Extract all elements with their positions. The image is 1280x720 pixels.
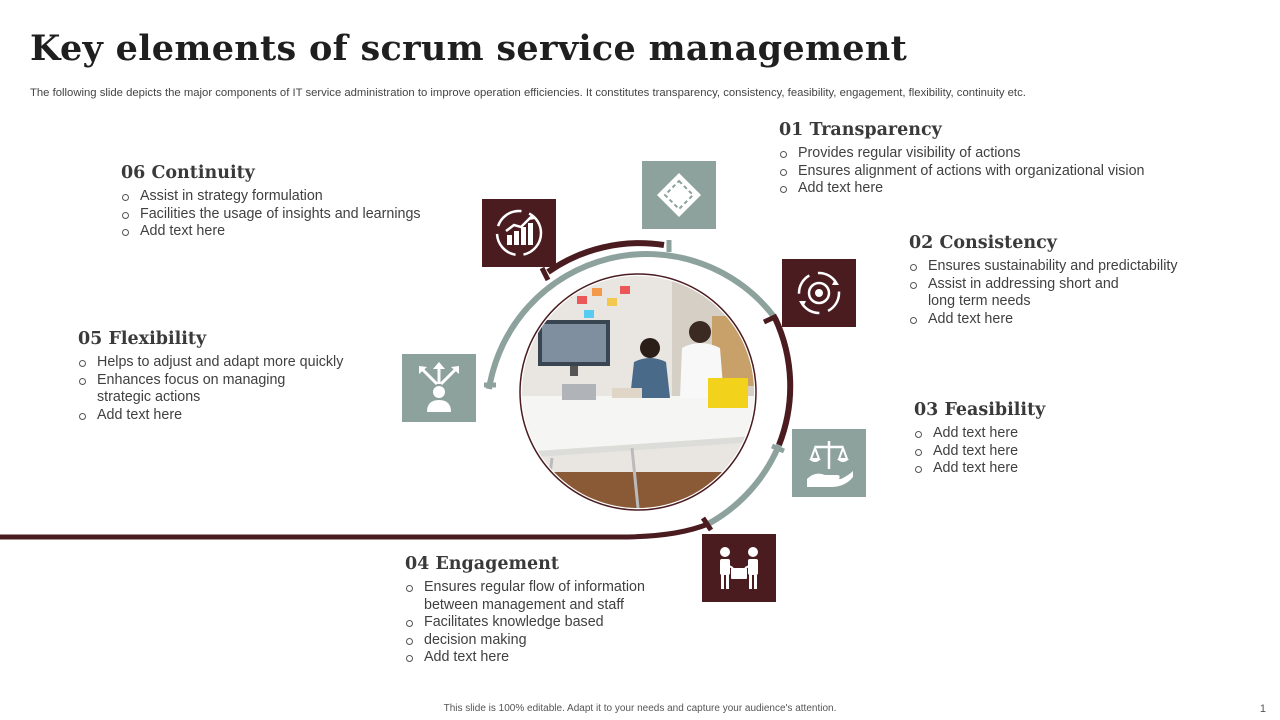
list-item: Add text here: [121, 223, 421, 241]
balance-hand-icon: [807, 441, 853, 487]
ring-tick: [539, 266, 551, 282]
page-number: 1: [1259, 703, 1266, 715]
ring-arc-dark-top: [546, 240, 665, 275]
consistency-icon-box: [782, 259, 856, 327]
handshake-people-icon: [720, 547, 758, 589]
diamond-icon: [657, 173, 701, 217]
list-item: Facilitates knowledge based: [405, 614, 675, 632]
section-consistency: 02 Consistency Ensures sustainability an…: [909, 233, 1209, 328]
list-item: Add text here: [78, 407, 378, 425]
bullet-list: Add text here Add text here Add text her…: [914, 425, 1045, 478]
list-item: decision making: [405, 632, 675, 650]
transparency-icon-box: [642, 161, 716, 229]
section-heading: 02 Consistency: [909, 233, 1057, 253]
bullet-list: Ensures sustainability and predictabilit…: [909, 258, 1209, 328]
bullet-list: Helps to adjust and adapt more quickly E…: [78, 354, 378, 424]
section-transparency: 01 Transparency Provides regular visibil…: [779, 120, 1145, 198]
list-item: Add text here: [914, 460, 1045, 478]
list-item: Add text here: [914, 443, 1045, 461]
list-item: Facilities the usage of insights and lea…: [121, 206, 421, 224]
list-item: Add text here: [914, 425, 1045, 443]
photo-outline: [519, 273, 757, 511]
meeting-photo: [522, 276, 754, 508]
slide-footer: This slide is 100% editable. Adapt it to…: [443, 703, 837, 714]
list-item: Assist in strategy formulation: [121, 188, 421, 206]
section-feasibility: 03 Feasibility Add text here Add text he…: [914, 400, 1045, 478]
section-heading: 01 Transparency: [779, 120, 942, 140]
section-engagement: 04 Engagement Ensures regular flow of in…: [405, 554, 675, 667]
section-heading: 03 Feasibility: [914, 400, 1046, 420]
list-item: Add text here: [909, 311, 1209, 329]
ring-arc-dark-right: [772, 316, 794, 447]
section-flexibility: 05 Flexibility Helps to adjust and adapt…: [78, 329, 378, 424]
feasibility-icon-box: [792, 429, 866, 497]
list-item: Add text here: [779, 180, 1145, 198]
list-item: Enhances focus on managing strategic act…: [78, 372, 312, 407]
ring-base-line: [0, 521, 709, 540]
engagement-icon-box: [702, 534, 776, 602]
list-item: Provides regular visibility of actions: [779, 145, 1145, 163]
slide-title: Key elements of scrum service management: [30, 28, 908, 69]
list-item: Ensures sustainability and predictabilit…: [909, 258, 1209, 276]
bullet-list: Assist in strategy formulation Facilitie…: [121, 188, 421, 241]
ring-tick: [762, 313, 779, 325]
continuity-icon-box: [482, 199, 556, 267]
list-item: Ensures regular flow of information betw…: [405, 579, 674, 614]
section-continuity: 06 Continuity Assist in strategy formula…: [121, 163, 421, 241]
person-arrows-icon: [419, 362, 459, 412]
list-item: Add text here: [405, 649, 675, 667]
list-item: Assist in addressing short and long term…: [909, 276, 1138, 311]
flexibility-icon-box: [402, 354, 476, 422]
list-item: Ensures alignment of actions with organi…: [779, 163, 1145, 181]
ring-arc-gray-top: [486, 251, 778, 390]
list-item: Helps to adjust and adapt more quickly: [78, 354, 378, 372]
ring-tick: [771, 443, 785, 454]
section-heading: 06 Continuity: [121, 163, 255, 183]
section-heading: 05 Flexibility: [78, 329, 207, 349]
ring-arc-gray-right: [706, 443, 782, 527]
target-cycle-icon: [797, 271, 841, 315]
bullet-list: Ensures regular flow of information betw…: [405, 579, 675, 667]
section-heading: 04 Engagement: [405, 554, 559, 574]
slide-subtitle: The following slide depicts the major co…: [30, 87, 1026, 99]
growth-chart-icon: [495, 209, 543, 257]
bullet-list: Provides regular visibility of actions E…: [779, 145, 1145, 198]
ring-tick: [700, 516, 714, 532]
